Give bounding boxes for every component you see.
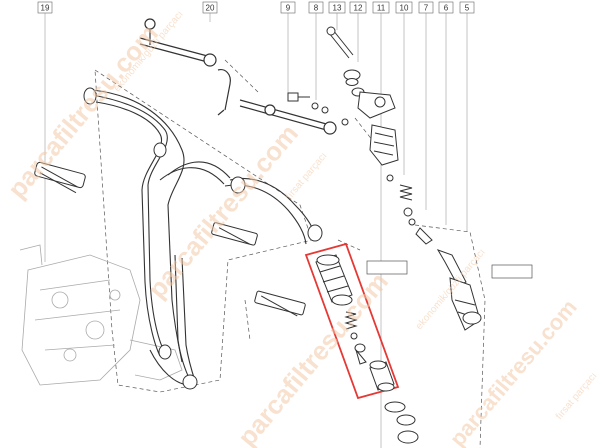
callout-20[interactable]: 20 [202,1,218,22]
callout-6[interactable]: 6 [438,1,454,225]
callout-5[interactable]: 5 [459,1,475,232]
nozzle-icon[interactable] [436,249,482,331]
callout-10[interactable]: 10 [395,1,413,175]
injector-nut-icon [369,360,395,392]
spring-icon[interactable] [399,184,433,245]
pipe-clamp-icon[interactable] [34,161,86,194]
svg-text:6: 6 [444,4,449,13]
svg-text:12: 12 [354,4,363,13]
svg-text:parcafiltresu.com: parcafiltresu.com [232,267,394,448]
assembly-outline [94,59,486,448]
small-bolt-icon[interactable] [287,92,349,126]
callout-7[interactable]: 7 [418,1,434,210]
svg-text:5: 5 [465,4,470,13]
callout-8[interactable]: 8 [308,1,324,100]
banjo-bolt-icon[interactable] [326,26,365,97]
reference-box-right [491,264,533,279]
pipe-fittings [83,87,323,390]
callout-19[interactable]: 19 [37,1,53,262]
injector-holder-icon[interactable] [357,91,399,182]
leak-off-rail-icon[interactable] [139,18,337,135]
callout-strip: 19 20 9 8 13 12 11 [37,1,475,448]
svg-text:9: 9 [286,4,291,13]
injector-nozzle-small-icon [354,343,367,365]
injection-pump-icon[interactable] [19,244,183,386]
injector-spring-icon [344,311,358,340]
pipe-clamp-lower-icon[interactable] [254,290,306,317]
svg-text:10: 10 [400,4,409,13]
svg-text:19: 19 [41,4,50,13]
washer-icon[interactable] [384,401,419,444]
callout-12[interactable]: 12 [349,1,367,62]
svg-text:7: 7 [424,4,429,13]
svg-text:fırsat parçacı: fırsat parçacı [554,371,600,422]
injector-body-icon [315,254,353,306]
highlighted-injector-group[interactable] [304,242,400,400]
svg-text:20: 20 [206,4,215,13]
pipe-clamp-middle-icon[interactable] [211,222,258,246]
reference-box-upper [366,260,408,275]
callout-13[interactable]: 13 [328,1,346,30]
reference-boxes [366,260,533,279]
callout-9[interactable]: 9 [280,1,296,94]
svg-text:13: 13 [333,4,342,13]
svg-text:11: 11 [377,4,386,13]
svg-text:8: 8 [314,4,319,13]
svg-text:fırsat parçacı: fırsat parçacı [284,151,330,202]
